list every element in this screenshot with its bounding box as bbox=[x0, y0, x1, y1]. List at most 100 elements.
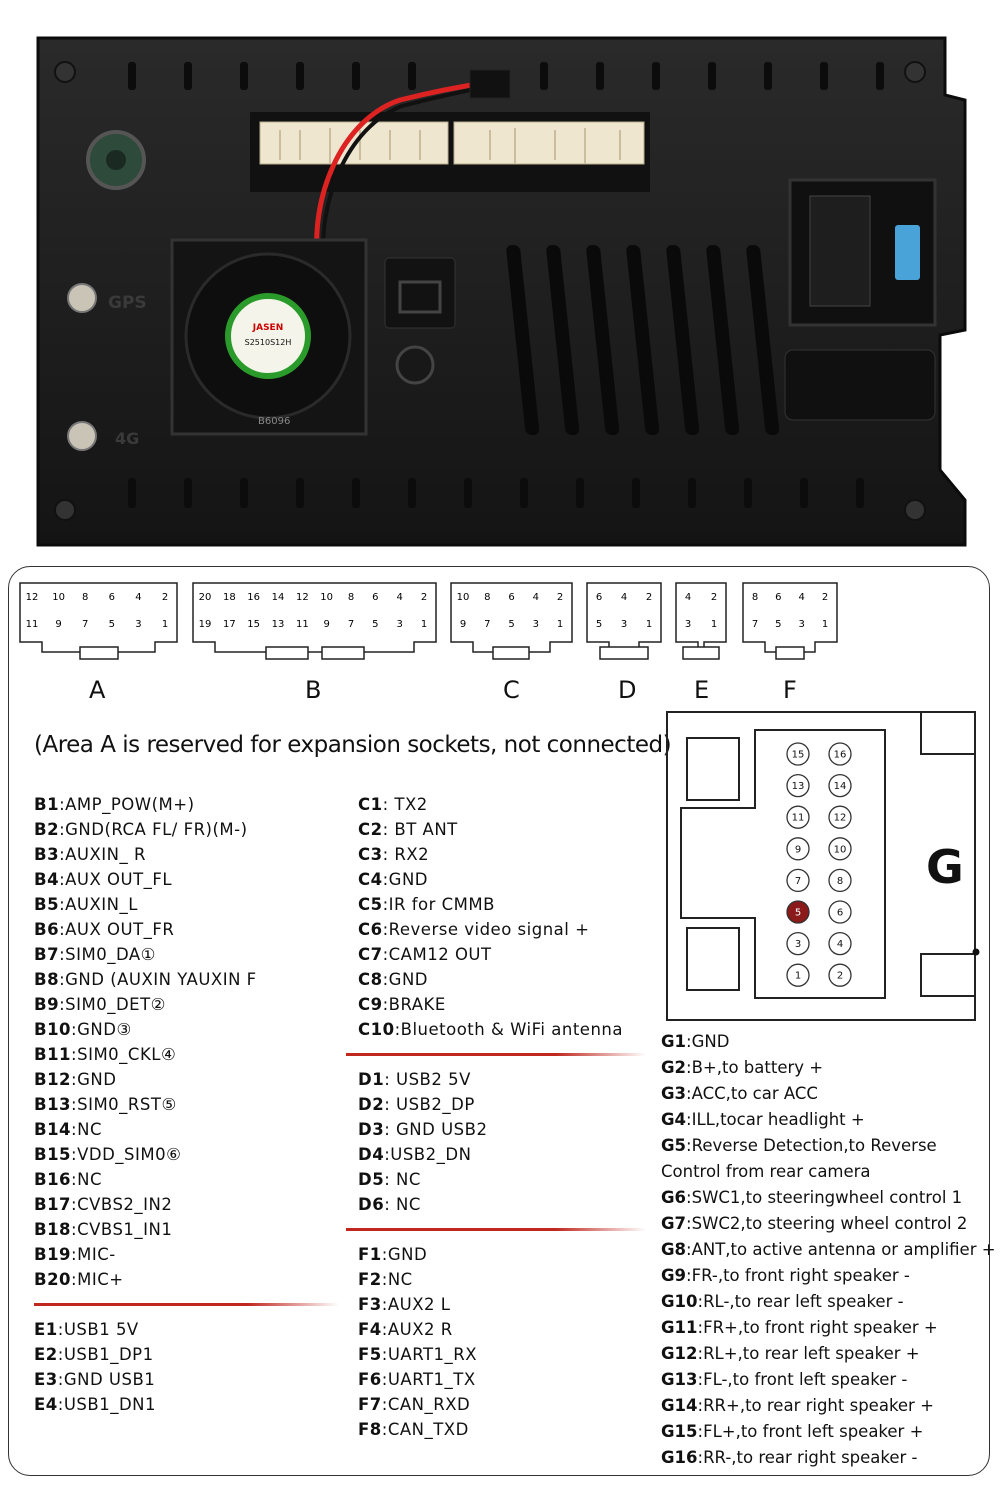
pin-number: 1 bbox=[162, 619, 168, 630]
socket-label-a: A bbox=[89, 676, 107, 704]
pin-number: 6 bbox=[508, 592, 514, 603]
pin-id: B4 bbox=[34, 870, 60, 889]
g-pin-8: 8 bbox=[828, 868, 852, 893]
pin-item: E3:GND USB1 bbox=[34, 1367, 156, 1392]
pin-description: : USB2 5V bbox=[384, 1070, 471, 1089]
pin-item: B7:SIM0_DA① bbox=[34, 942, 257, 967]
pin-id: B18 bbox=[34, 1220, 72, 1239]
pin-id: B11 bbox=[34, 1045, 72, 1064]
pin-description: :GND bbox=[382, 970, 428, 989]
pin-description: :IR for CMMB bbox=[382, 895, 495, 914]
pin-number: 20 bbox=[199, 592, 212, 603]
pin-description: :AMP_POW(M+) bbox=[59, 795, 195, 814]
pin-id: G13 bbox=[661, 1370, 698, 1389]
gps-antenna-port bbox=[67, 283, 97, 313]
pin-description: :NC bbox=[71, 1120, 102, 1139]
pin-id: C8 bbox=[358, 970, 383, 989]
pin-item: G3:ACC,to car ACC bbox=[661, 1081, 996, 1107]
pin-item: G11:FR+,to front right speaker + bbox=[661, 1315, 996, 1341]
pin-id: B12 bbox=[34, 1070, 72, 1089]
pin-id: F6 bbox=[358, 1370, 382, 1389]
pin-item: B8:GND (AUXIN YAUXIN F bbox=[34, 967, 257, 992]
svg-text:8: 8 bbox=[837, 876, 843, 887]
pin-item: C10:Bluetooth & WiFi antenna bbox=[358, 1017, 623, 1042]
pin-number: 6 bbox=[596, 592, 602, 603]
pin-item: B2:GND(RCA FL/ FR)(M-) bbox=[34, 817, 257, 842]
pin-number: 2 bbox=[421, 592, 427, 603]
pin-number: 11 bbox=[26, 619, 39, 630]
pin-number: 1 bbox=[646, 619, 652, 630]
svg-text:10: 10 bbox=[834, 844, 847, 855]
pin-item: C8:GND bbox=[358, 967, 623, 992]
pin-description: :FR+,to front right speaker + bbox=[697, 1318, 938, 1337]
connector-g-label: G bbox=[926, 840, 964, 894]
pin-id: F1 bbox=[358, 1245, 382, 1264]
pin-description: :AUX2 R bbox=[381, 1320, 453, 1339]
pin-number: 3 bbox=[396, 619, 402, 630]
pin-id: D4 bbox=[358, 1145, 385, 1164]
pin-description: :NC bbox=[71, 1170, 102, 1189]
pin-item: B1:AMP_POW(M+) bbox=[34, 792, 257, 817]
g-pin-15: 15 bbox=[786, 742, 810, 766]
pin-id: C1 bbox=[358, 795, 383, 814]
pin-description: :RL-,to rear left speaker - bbox=[697, 1292, 904, 1311]
pin-item: G6:SWC1,to steeringwheel control 1 bbox=[661, 1185, 996, 1211]
pin-description: Control from rear camera bbox=[661, 1162, 871, 1181]
unit-rear-illustration: JASEN S2510S12H B6096 GPS 4G bbox=[36, 36, 967, 547]
pin-item: C2: BT ANT bbox=[358, 817, 623, 842]
svg-text:16: 16 bbox=[834, 750, 847, 761]
pin-item: G12:RL+,to rear left speaker + bbox=[661, 1341, 996, 1367]
pin-id: G3 bbox=[661, 1084, 687, 1103]
pin-number: 17 bbox=[223, 619, 236, 630]
pin-number: 4 bbox=[798, 592, 804, 603]
pin-id: E3 bbox=[34, 1370, 58, 1389]
fan-plug bbox=[469, 69, 511, 99]
pin-item: B9:SIM0_DET② bbox=[34, 992, 257, 1017]
pin-item: G2:B+,to battery + bbox=[661, 1055, 996, 1081]
pin-item: C3: RX2 bbox=[358, 842, 623, 867]
pin-id: C9 bbox=[358, 995, 383, 1014]
pin-number: 10 bbox=[52, 592, 65, 603]
pin-description: :AUX OUT_FR bbox=[59, 920, 175, 939]
pin-id: B3 bbox=[34, 845, 60, 864]
divider-c-d bbox=[346, 1053, 646, 1056]
fan-label: JASEN bbox=[252, 323, 283, 333]
pin-description: :SWC2,to steering wheel control 2 bbox=[686, 1214, 968, 1233]
pin-id: F8 bbox=[358, 1420, 382, 1439]
pin-number: 7 bbox=[82, 619, 88, 630]
pin-description: :NC bbox=[381, 1270, 413, 1289]
pin-number: 4 bbox=[685, 592, 691, 603]
pin-number: 4 bbox=[396, 592, 402, 603]
pin-number: 6 bbox=[372, 592, 378, 603]
gps-caption: GPS bbox=[108, 293, 147, 313]
pin-number: 2 bbox=[711, 592, 717, 603]
plug-ridges bbox=[279, 128, 621, 164]
pin-number: 3 bbox=[533, 619, 539, 630]
socket-label-c: C bbox=[503, 676, 521, 704]
pin-description: :CAM12 OUT bbox=[382, 945, 492, 964]
mic-jack bbox=[395, 345, 435, 385]
pin-id: G8 bbox=[661, 1240, 687, 1259]
pin-description: :AUX OUT_FL bbox=[59, 870, 173, 889]
g-pin-5: 5 bbox=[786, 900, 810, 924]
area-a-note: (Area A is reserved for expansion socket… bbox=[34, 732, 672, 758]
pin-id: D2 bbox=[358, 1095, 385, 1114]
pin-item: F6:UART1_TX bbox=[358, 1367, 477, 1392]
pin-id: B8 bbox=[34, 970, 60, 989]
pin-number: 2 bbox=[557, 592, 563, 603]
pin-description: :VDD_SIM0⑥ bbox=[71, 1145, 182, 1164]
pin-number: 5 bbox=[508, 619, 514, 630]
pin-description: :Reverse Detection,to Reverse bbox=[686, 1136, 937, 1155]
g-pin-6: 6 bbox=[828, 900, 852, 924]
pin-number: 10 bbox=[320, 592, 333, 603]
pin-description: :SWC1,to steeringwheel control 1 bbox=[686, 1188, 963, 1207]
pin-item: G7:SWC2,to steering wheel control 2 bbox=[661, 1211, 996, 1237]
pin-item: G9:FR-,to front right speaker - bbox=[661, 1263, 996, 1289]
pin-id: E2 bbox=[34, 1345, 58, 1364]
pin-description: :UART1_TX bbox=[381, 1370, 476, 1389]
pin-id: F2 bbox=[358, 1270, 382, 1289]
pin-description: :FL+,to front left speaker + bbox=[697, 1422, 924, 1441]
